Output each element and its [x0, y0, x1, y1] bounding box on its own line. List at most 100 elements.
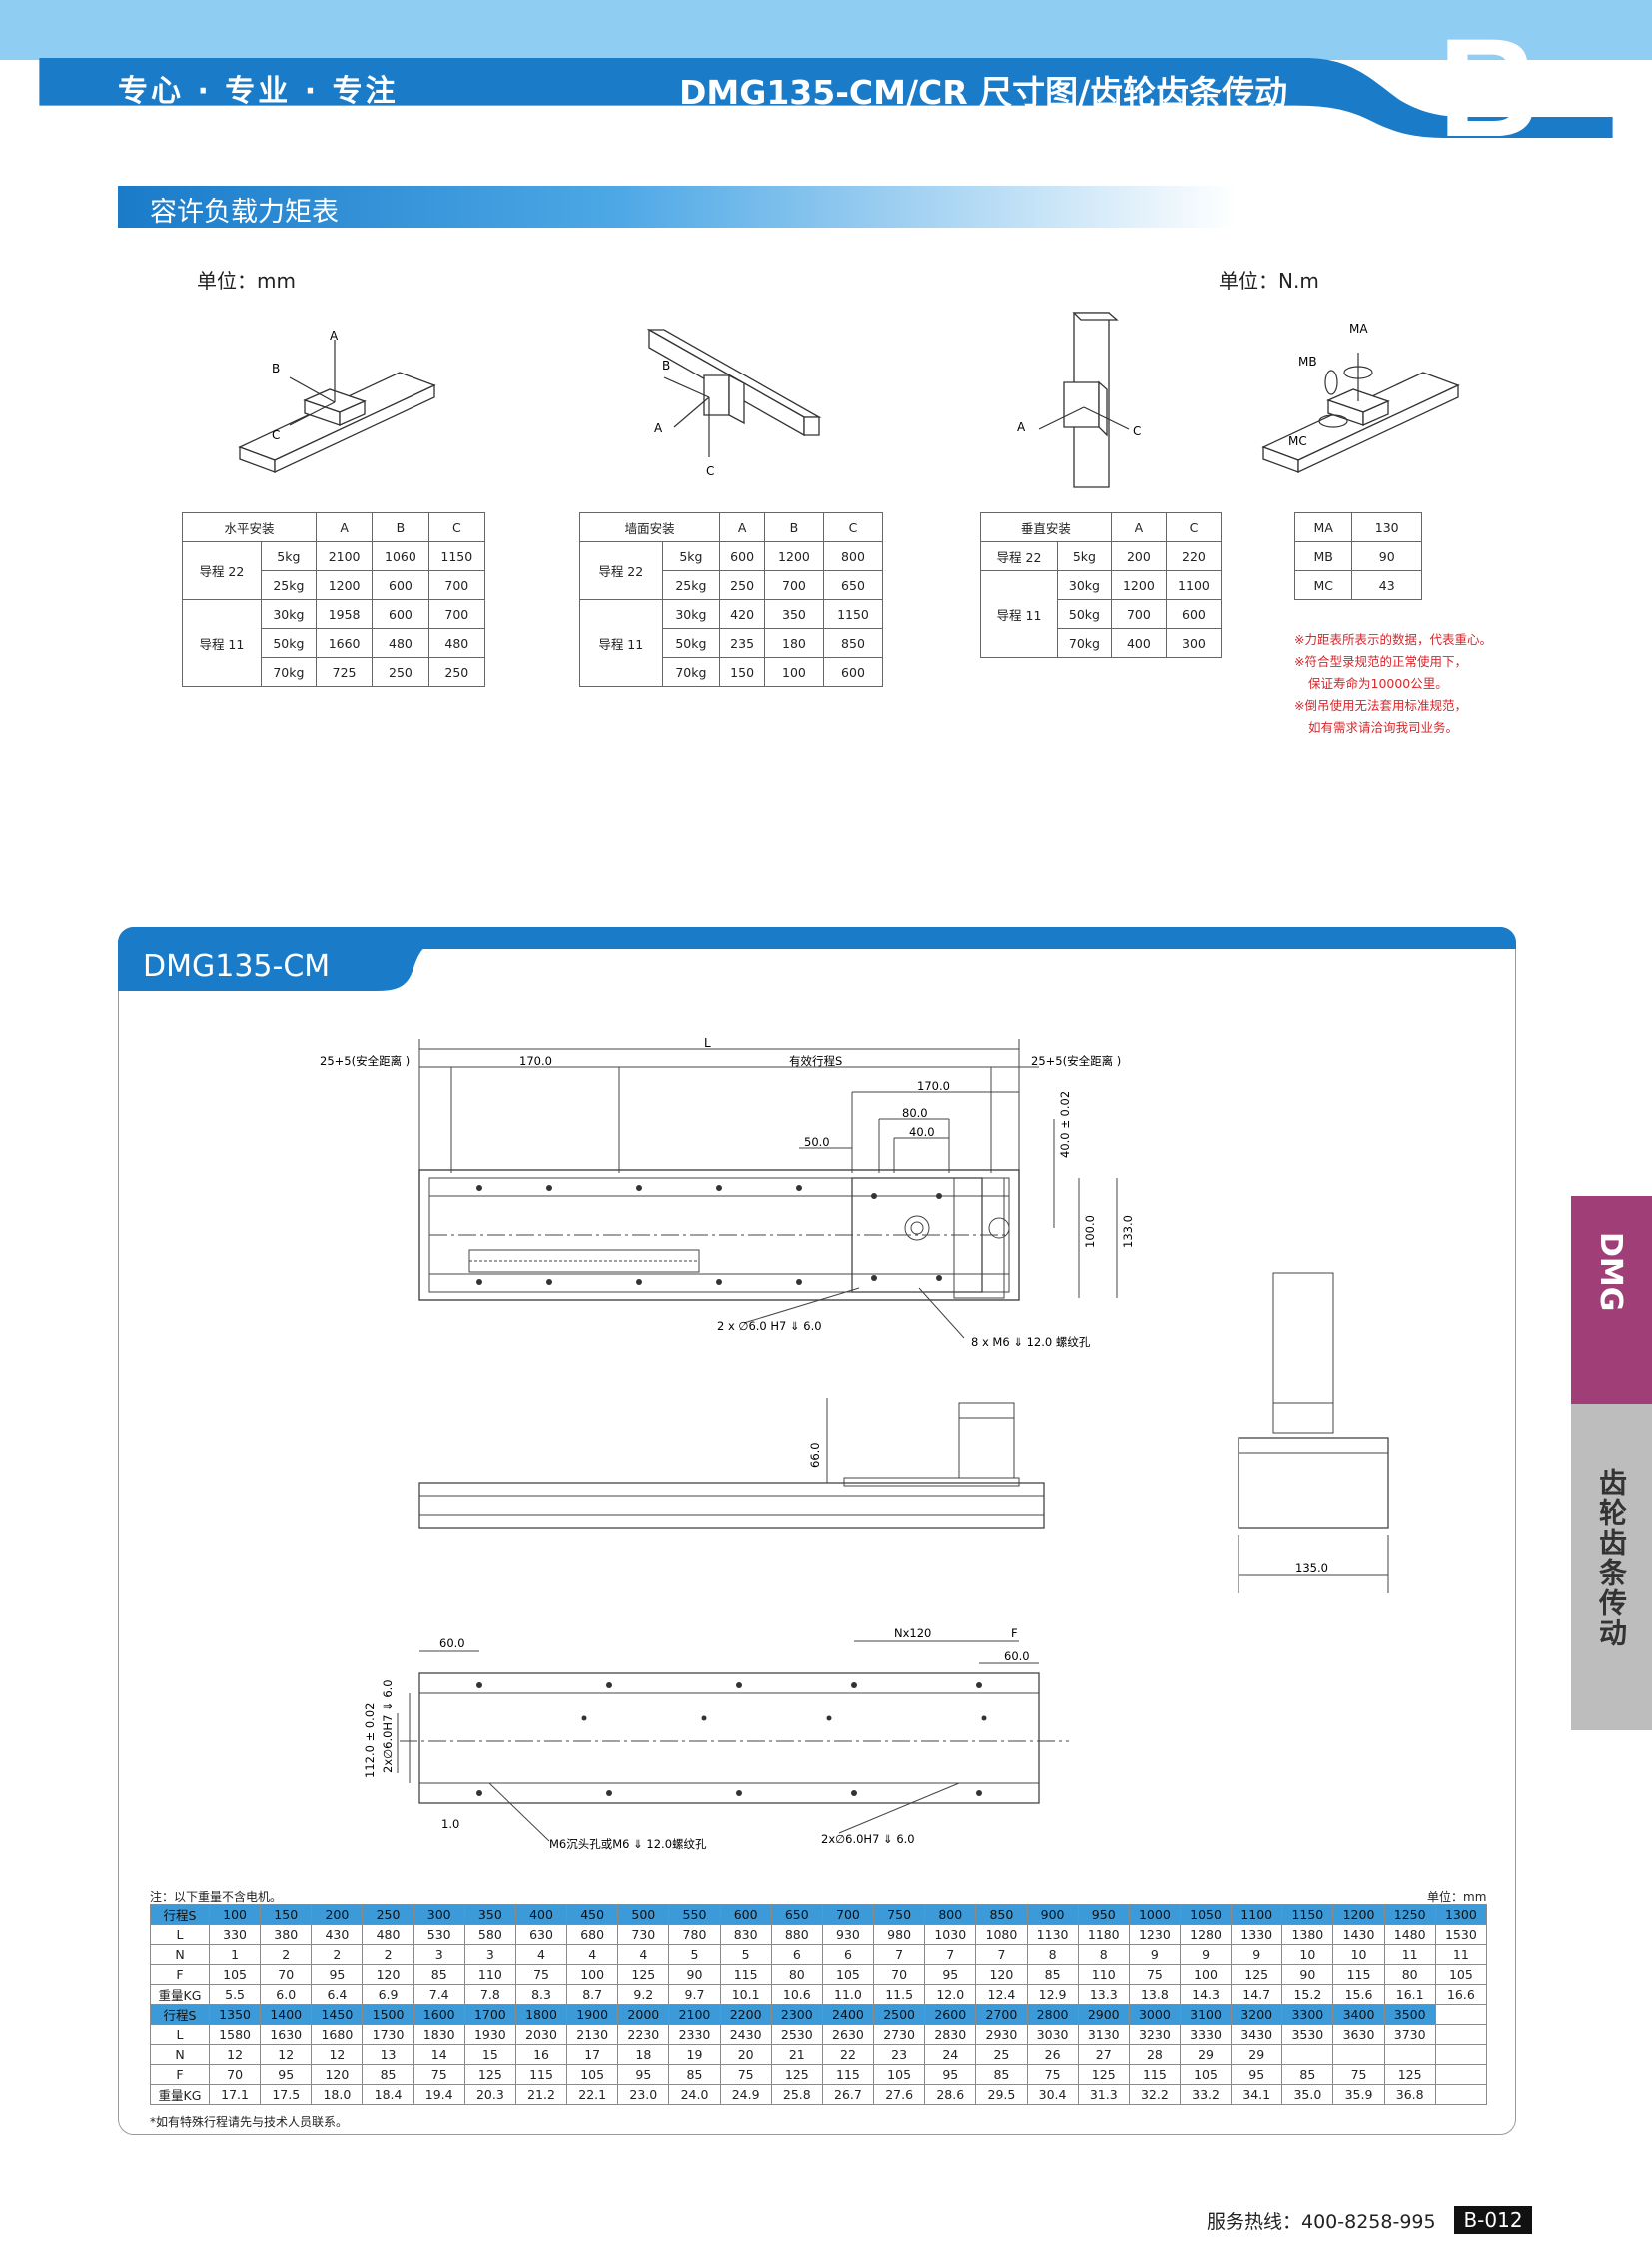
spec-cell: 80 — [1383, 1964, 1436, 1985]
spec-cell: 125 — [770, 2064, 823, 2085]
spec-cell: 125 — [1077, 2064, 1130, 2085]
spec-cell: 28 — [1128, 2044, 1181, 2065]
label-mc: MC — [1288, 434, 1307, 448]
spec-cell — [1383, 2044, 1436, 2065]
spec-cell: 200 — [311, 1904, 364, 1925]
spec-cell: 3400 — [1332, 2004, 1385, 2025]
spec-cell: 75 — [719, 2064, 772, 2085]
spec-cell: 5 — [668, 1944, 721, 1965]
spec-cell: 7 — [924, 1944, 977, 1965]
spec-cell: 2500 — [873, 2004, 926, 2025]
spec-cell: 17.1 — [208, 2084, 262, 2105]
spec-cell: 12 — [260, 2044, 313, 2065]
footer-page-number: B-012 — [1454, 2206, 1532, 2234]
spec-cell: 12.9 — [1026, 1984, 1079, 2005]
footer-hotline: 服务热线：400-8258-995 — [1207, 2211, 1436, 2233]
spec-cell: 2 — [362, 1944, 414, 1965]
spec-cell: 21.2 — [514, 2084, 568, 2105]
spec-cell: 9 — [1179, 1944, 1233, 1965]
spec-cell: 3230 — [1128, 2024, 1181, 2045]
spec-cell: 36.8 — [1383, 2084, 1436, 2105]
spec-cell: 250 — [362, 1904, 414, 1925]
spec-cell: 1 — [208, 1944, 262, 1965]
spec-cell: 14.3 — [1179, 1984, 1233, 2005]
spec-cell: 115 — [514, 2064, 568, 2085]
spec-cell: 90 — [668, 1964, 721, 1985]
spec-cell: 7 — [975, 1944, 1028, 1965]
spec-cell: 110 — [463, 1964, 516, 1985]
unit-left: 单位：mm — [197, 269, 296, 293]
note-line: 保证寿命为10000公里。 — [1308, 676, 1448, 691]
spec-cell: 125 — [463, 2064, 516, 2085]
spec-cell: 13 — [362, 2044, 414, 2065]
spec-cell: 18.4 — [362, 2084, 414, 2105]
spec-cell: 1330 — [1231, 1924, 1283, 1945]
spec-cell: 1030 — [924, 1924, 977, 1945]
spec-cell: 1150 — [1281, 1904, 1334, 1925]
header-section-letter: B — [1438, 9, 1540, 166]
spec-cell: 24.0 — [668, 2084, 721, 2105]
spec-cell: 3000 — [1128, 2004, 1181, 2025]
dim-safe-left: 25+5(安全距离 ) — [320, 1054, 410, 1068]
spec-cell: 530 — [413, 1924, 465, 1945]
spec-cell: 35.9 — [1332, 2084, 1385, 2105]
spec-row-label: N — [150, 1944, 210, 1965]
spec-cell: 2230 — [617, 2024, 670, 2045]
dim-80: 80.0 — [902, 1106, 928, 1120]
spec-cell: 25 — [975, 2044, 1028, 2065]
spec-cell: 29.5 — [975, 2084, 1028, 2105]
drawing-tab-label: DMG135-CM — [118, 941, 442, 991]
spec-cell: 95 — [617, 2064, 670, 2085]
callout-thread: 8 x M6 ⇓ 12.0 螺纹孔 — [971, 1335, 1091, 1349]
side-tab-category-label: 齿轮齿条传动 — [1595, 1468, 1628, 1648]
spec-cell: 8.3 — [514, 1984, 568, 2005]
spec-row-label: L — [150, 1924, 210, 1945]
spec-cell: 6.9 — [362, 1984, 414, 2005]
dim-170-a: 170.0 — [519, 1054, 552, 1068]
spec-cell: 14.7 — [1231, 1984, 1283, 2005]
drawing-title: DMG135-CM — [143, 949, 331, 984]
dim-L: L — [704, 1036, 711, 1050]
spec-cell: 750 — [873, 1904, 926, 1925]
spec-cell — [1434, 2084, 1488, 2105]
spec-cell: 11 — [1434, 1944, 1488, 1965]
spec-cell: 2630 — [821, 2024, 875, 2045]
svg-text:A: A — [654, 421, 663, 435]
spec-cell: 75 — [514, 1964, 568, 1985]
spec-cell: 120 — [975, 1964, 1028, 1985]
dim-pin-side: 2x∅6.0H7 ⇓ 6.0 — [381, 1679, 395, 1773]
spec-cell: 3530 — [1281, 2024, 1334, 2045]
spec-cell: 95 — [924, 1964, 977, 1985]
side-tab-code-label: DMG — [1593, 1232, 1628, 1312]
spec-cell: 33.2 — [1179, 2084, 1233, 2105]
spec-cell: 105 — [1179, 2064, 1233, 2085]
dim-170-b: 170.0 — [917, 1079, 950, 1093]
note-line: 如有需求请洽询我司业务。 — [1308, 720, 1459, 735]
spec-cell: 1350 — [208, 2004, 262, 2025]
spec-row-label: F — [150, 2064, 210, 2085]
spec-cell: 930 — [821, 1924, 875, 1945]
spec-cell: 105 — [873, 2064, 926, 2085]
dim-135: 135.0 — [1295, 1561, 1328, 1575]
note-line: ※倒吊使用无法套用标准规范， — [1294, 698, 1467, 713]
spec-cell: 11.0 — [821, 1984, 875, 2005]
spec-cell: 85 — [1026, 1964, 1079, 1985]
spec-cell: 430 — [311, 1924, 364, 1945]
drawing-end-view: 135.0 — [1238, 1272, 1389, 1593]
spec-cell: 4 — [514, 1944, 568, 1965]
spec-cell: 105 — [566, 2064, 619, 2085]
callout-pin-bottom: 2x∅6.0H7 ⇓ 6.0 — [821, 1832, 915, 1846]
spec-cell: 10 — [1332, 1944, 1385, 1965]
header-band — [39, 58, 1613, 138]
spec-cell: 2730 — [873, 2024, 926, 2045]
spec-cell: 3 — [463, 1944, 516, 1965]
label-mb: MB — [1298, 355, 1317, 369]
spec-row-label: 重量KG — [150, 2084, 210, 2105]
callout-pin-top: 2 x ∅6.0 H7 ⇓ 6.0 — [717, 1319, 822, 1333]
spec-cell: 10.6 — [770, 1984, 823, 2005]
moment-notes: ※力距表所表示的数据，代表重心。 ※符合型录规范的正常使用下， 保证寿命为100… — [1294, 629, 1492, 739]
dim-F: F — [1011, 1626, 1018, 1640]
spec-cell: 95 — [260, 2064, 313, 2085]
